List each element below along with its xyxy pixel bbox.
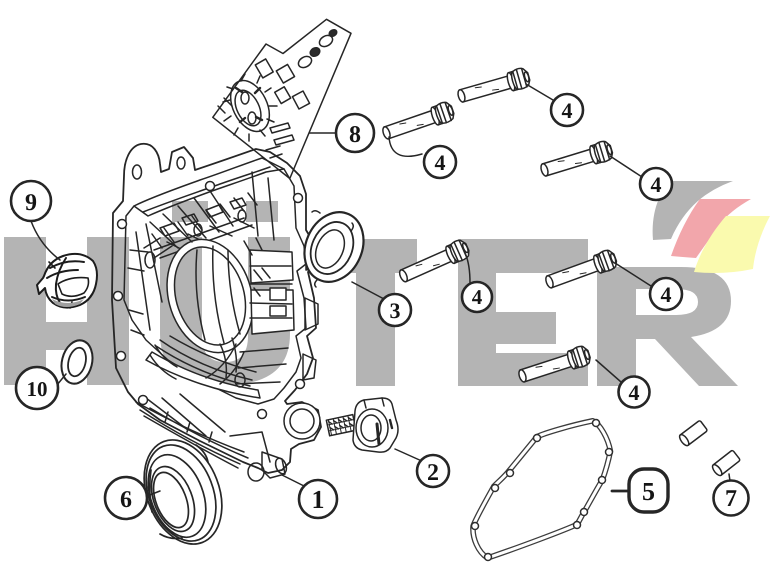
svg-text:4: 4 [562, 98, 573, 123]
svg-text:4: 4 [661, 282, 672, 307]
svg-text:4: 4 [629, 380, 640, 405]
svg-text:4: 4 [472, 285, 483, 309]
svg-text:3: 3 [390, 298, 401, 323]
svg-text:1: 1 [312, 485, 325, 514]
svg-text:4: 4 [651, 172, 662, 197]
svg-text:10: 10 [27, 377, 48, 401]
svg-text:4: 4 [435, 150, 446, 175]
svg-text:2: 2 [427, 460, 439, 486]
svg-text:8: 8 [349, 122, 361, 148]
svg-text:6: 6 [120, 487, 132, 513]
svg-text:5: 5 [642, 477, 655, 506]
svg-text:7: 7 [725, 486, 737, 512]
svg-text:9: 9 [25, 190, 37, 216]
